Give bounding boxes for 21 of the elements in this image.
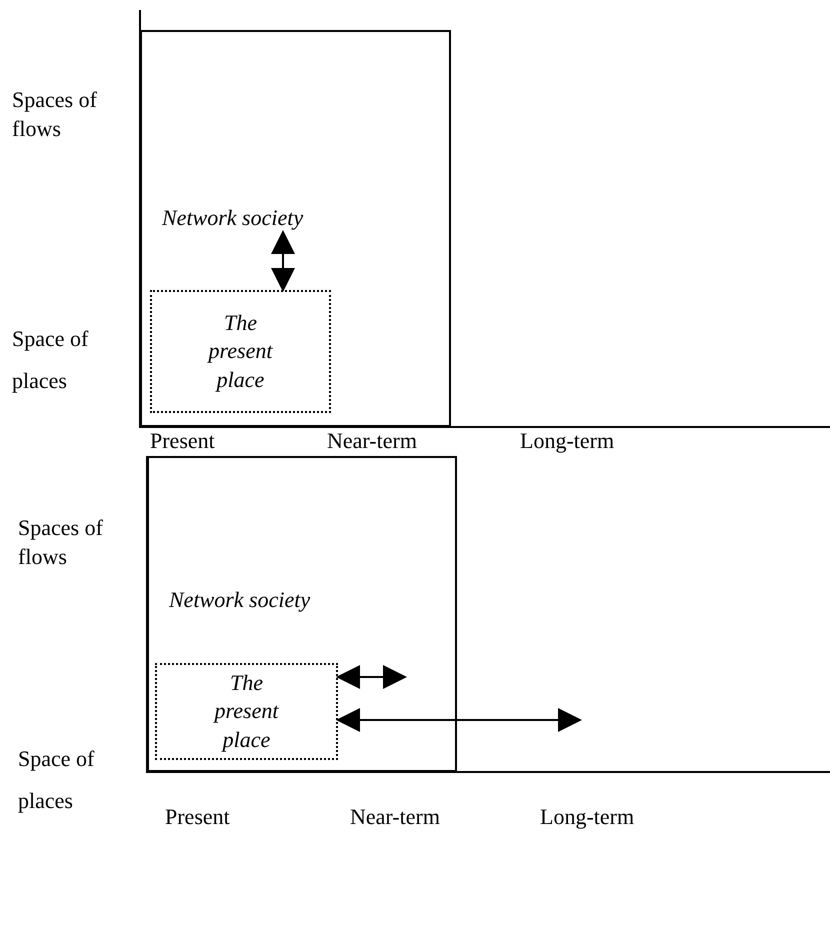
axis-tick-label: Present	[165, 803, 230, 831]
double-arrow	[271, 230, 295, 292]
region-label: Network society	[169, 586, 310, 614]
region-box	[140, 30, 451, 427]
double-arrow	[336, 665, 407, 689]
axis-tick-label: Long-term	[520, 427, 614, 455]
dotted-region-box	[155, 663, 338, 760]
axis-label: Spaces of flows	[12, 86, 98, 143]
axis-tick-label: Near-term	[327, 427, 417, 455]
axis-tick-label: Long-term	[540, 803, 634, 831]
axis-tick-label: Near-term	[350, 803, 440, 831]
axis-label: Space of places	[12, 325, 90, 395]
double-arrow	[336, 708, 582, 732]
region-label: Network society	[162, 204, 304, 232]
dotted-region-box	[150, 290, 331, 413]
axis-label: Space of places	[18, 745, 96, 815]
axis-tick-label: Present	[150, 427, 215, 455]
region-label: The present place	[212, 668, 280, 754]
region-box	[147, 456, 457, 772]
axis-label: Spaces of flows	[18, 514, 104, 571]
region-label: The present place	[206, 308, 274, 394]
